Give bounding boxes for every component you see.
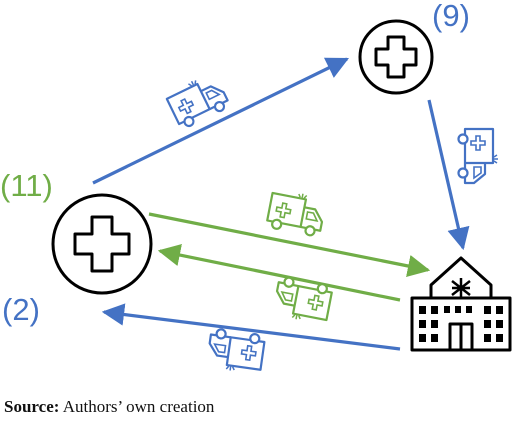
ambulance-icon	[264, 186, 328, 239]
medical-cross-circle-icon	[358, 19, 434, 95]
source-caption-prefix: Source:	[4, 397, 60, 416]
hospital-building-icon	[410, 256, 512, 352]
source-caption: Source: Authors’ own creation	[4, 397, 214, 417]
arrow-left-clinic-to-top-clinic	[92, 57, 350, 185]
left-clinic-blue-count: (2)	[2, 292, 40, 327]
source-caption-text: Authors’ own creation	[59, 397, 215, 416]
arrow-hospital-to-left-clinic-green	[157, 244, 401, 302]
ambulance-icon	[205, 326, 267, 376]
arrow-left-clinic-to-hospital-green	[148, 212, 431, 278]
arrow-top-clinic-to-hospital	[427, 99, 470, 251]
left-clinic-green-count: (11)	[0, 168, 53, 203]
ambulance-icon	[457, 127, 500, 185]
arrow-hospital-to-left-clinic-blue	[101, 303, 401, 351]
medical-cross-circle-icon	[51, 193, 153, 295]
top-clinic-count: (9)	[432, 0, 470, 33]
